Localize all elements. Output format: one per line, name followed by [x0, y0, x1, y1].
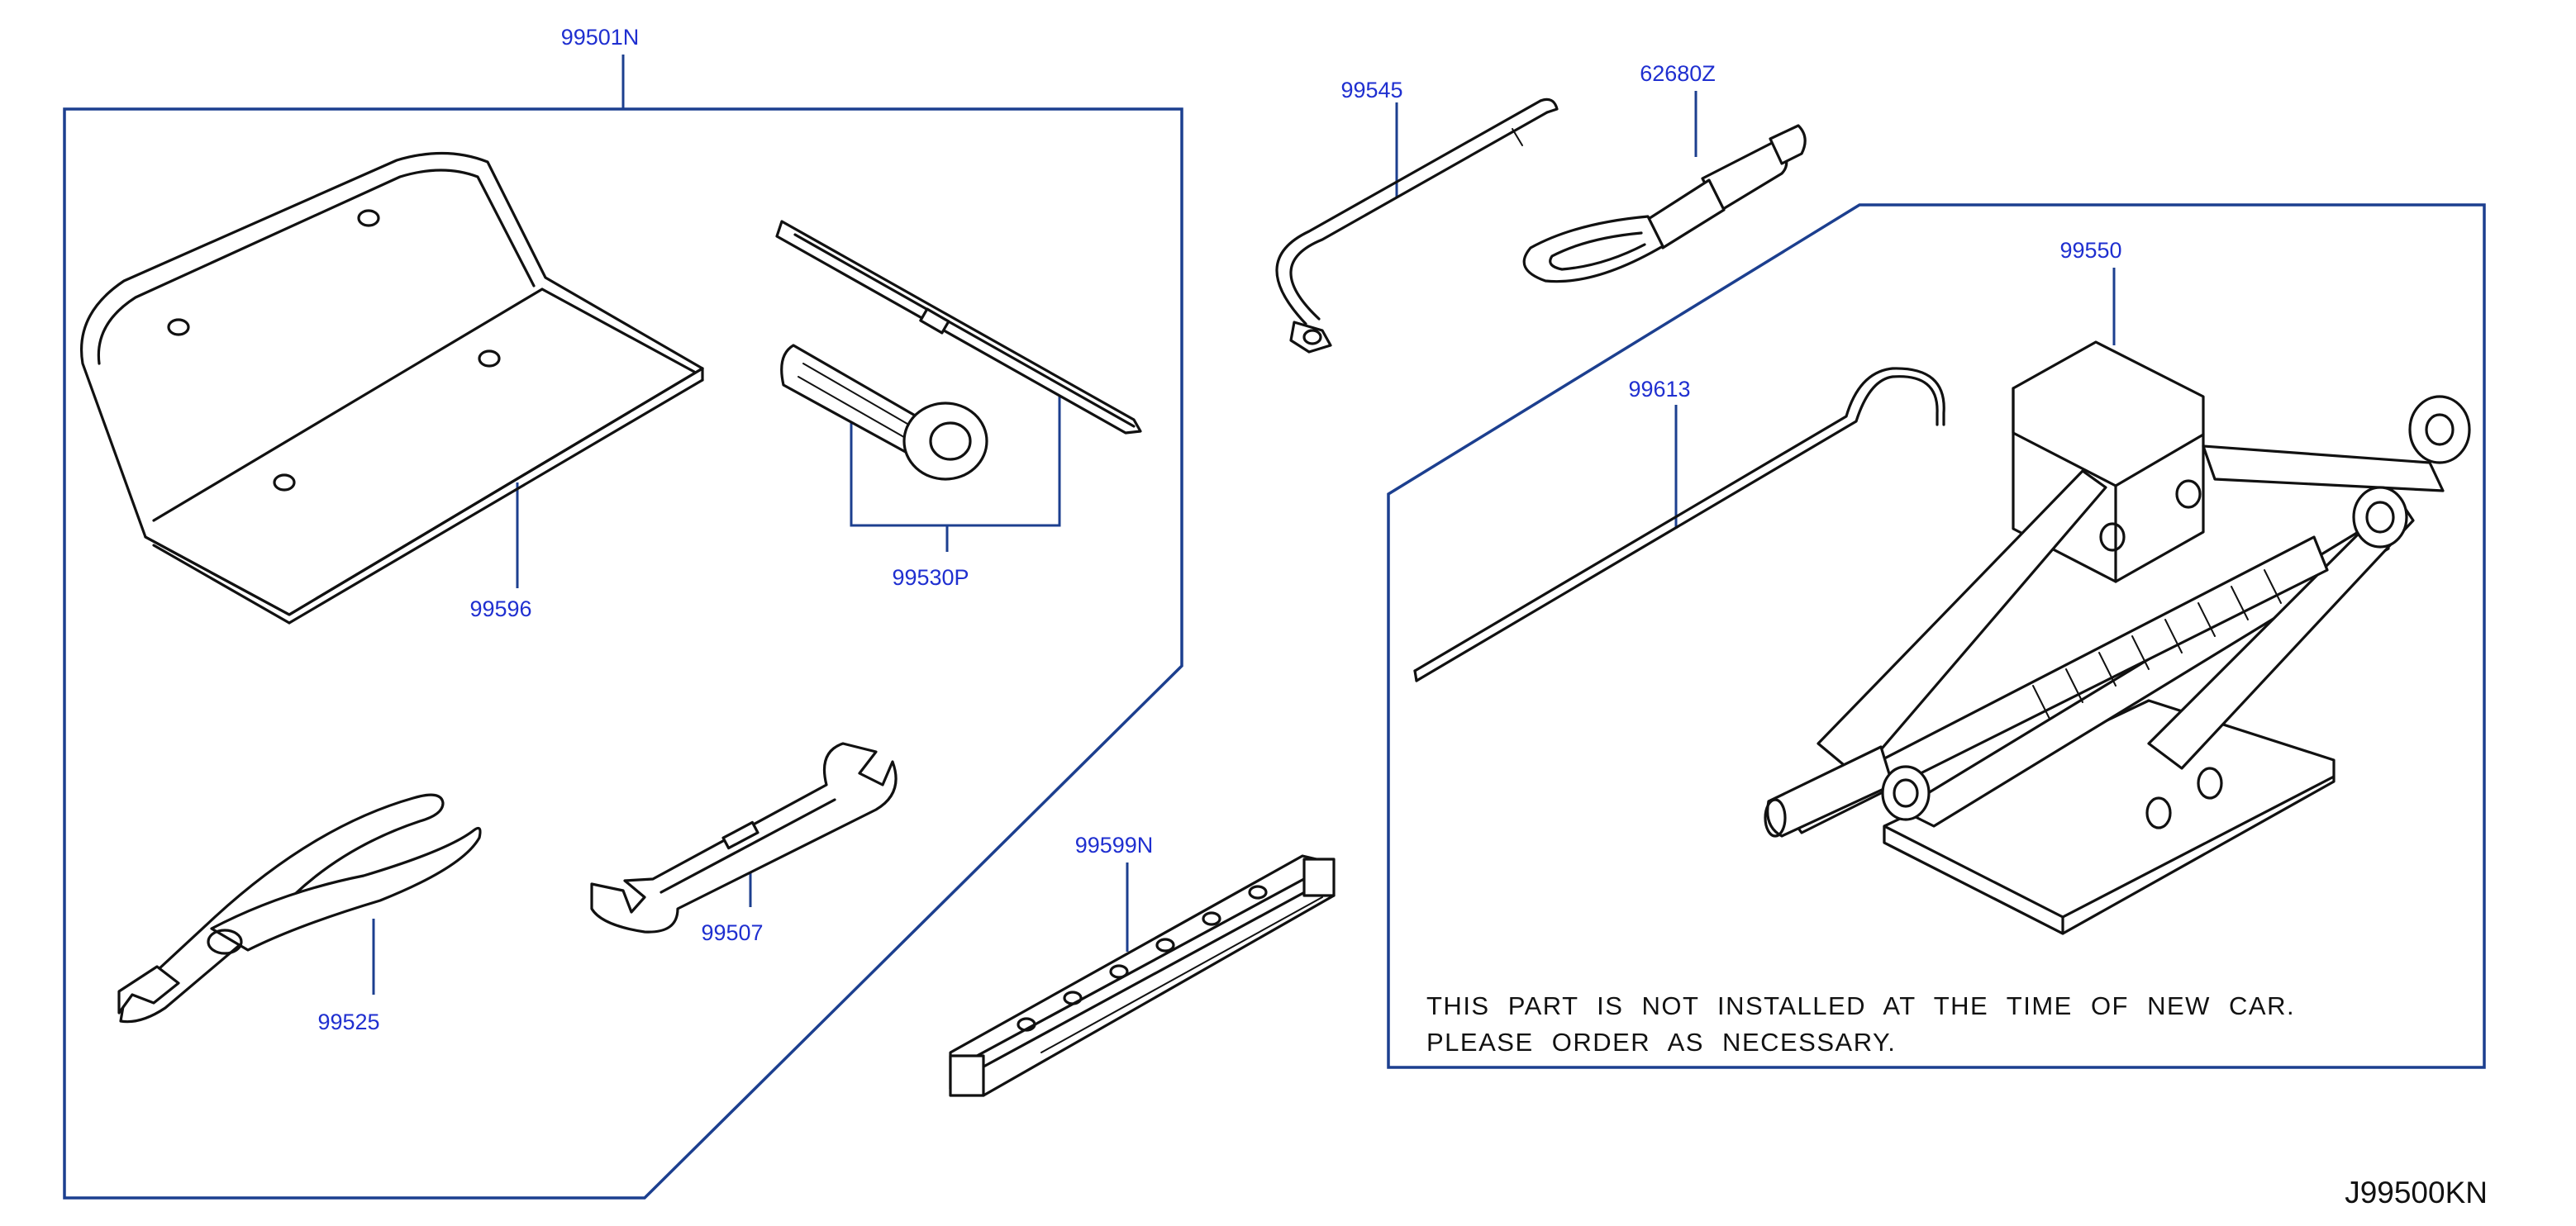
label-wrench: 99507: [701, 920, 763, 945]
label-tool-tray: 99596: [469, 596, 531, 621]
figure-code: J99500KN: [2345, 1176, 2488, 1209]
jack-screw-threads: [2032, 569, 2282, 720]
label-warning-triangle: 99599N: [1075, 833, 1154, 858]
scissor-jack: [1764, 340, 2471, 935]
label-pliers: 99525: [317, 1010, 379, 1034]
part-labels: 99501N 99596 99530P 99525 99507 99545 62…: [317, 25, 2121, 1034]
note-line-1: THIS PART IS NOT INSTALLED AT THE TIME O…: [1426, 991, 2295, 1020]
wheel-wrench: [1275, 97, 1559, 354]
kit-group-frame: [63, 107, 1183, 1200]
pliers: [117, 793, 482, 1024]
jack-group-frame: [1387, 203, 2486, 1069]
label-jack: 99550: [2059, 238, 2121, 263]
warning-triangle: [949, 854, 1336, 1097]
label-wheel-wrench: 99545: [1340, 78, 1402, 102]
jack-handle: [1413, 367, 1945, 682]
label-kit-bag: 99501N: [561, 25, 640, 50]
leader-lines: [372, 55, 2116, 995]
screwdriver-set: [775, 220, 1142, 481]
label-tow-hook: 62680Z: [1640, 61, 1716, 86]
wrench: [590, 742, 898, 934]
label-screwdriver-set: 99530P: [892, 565, 969, 590]
note-line-2: PLEASE ORDER AS NECESSARY.: [1426, 1028, 1896, 1057]
tool-tray: [80, 151, 704, 625]
label-jack-handle: 99613: [1628, 377, 1690, 402]
tow-hook: [1522, 124, 1807, 283]
